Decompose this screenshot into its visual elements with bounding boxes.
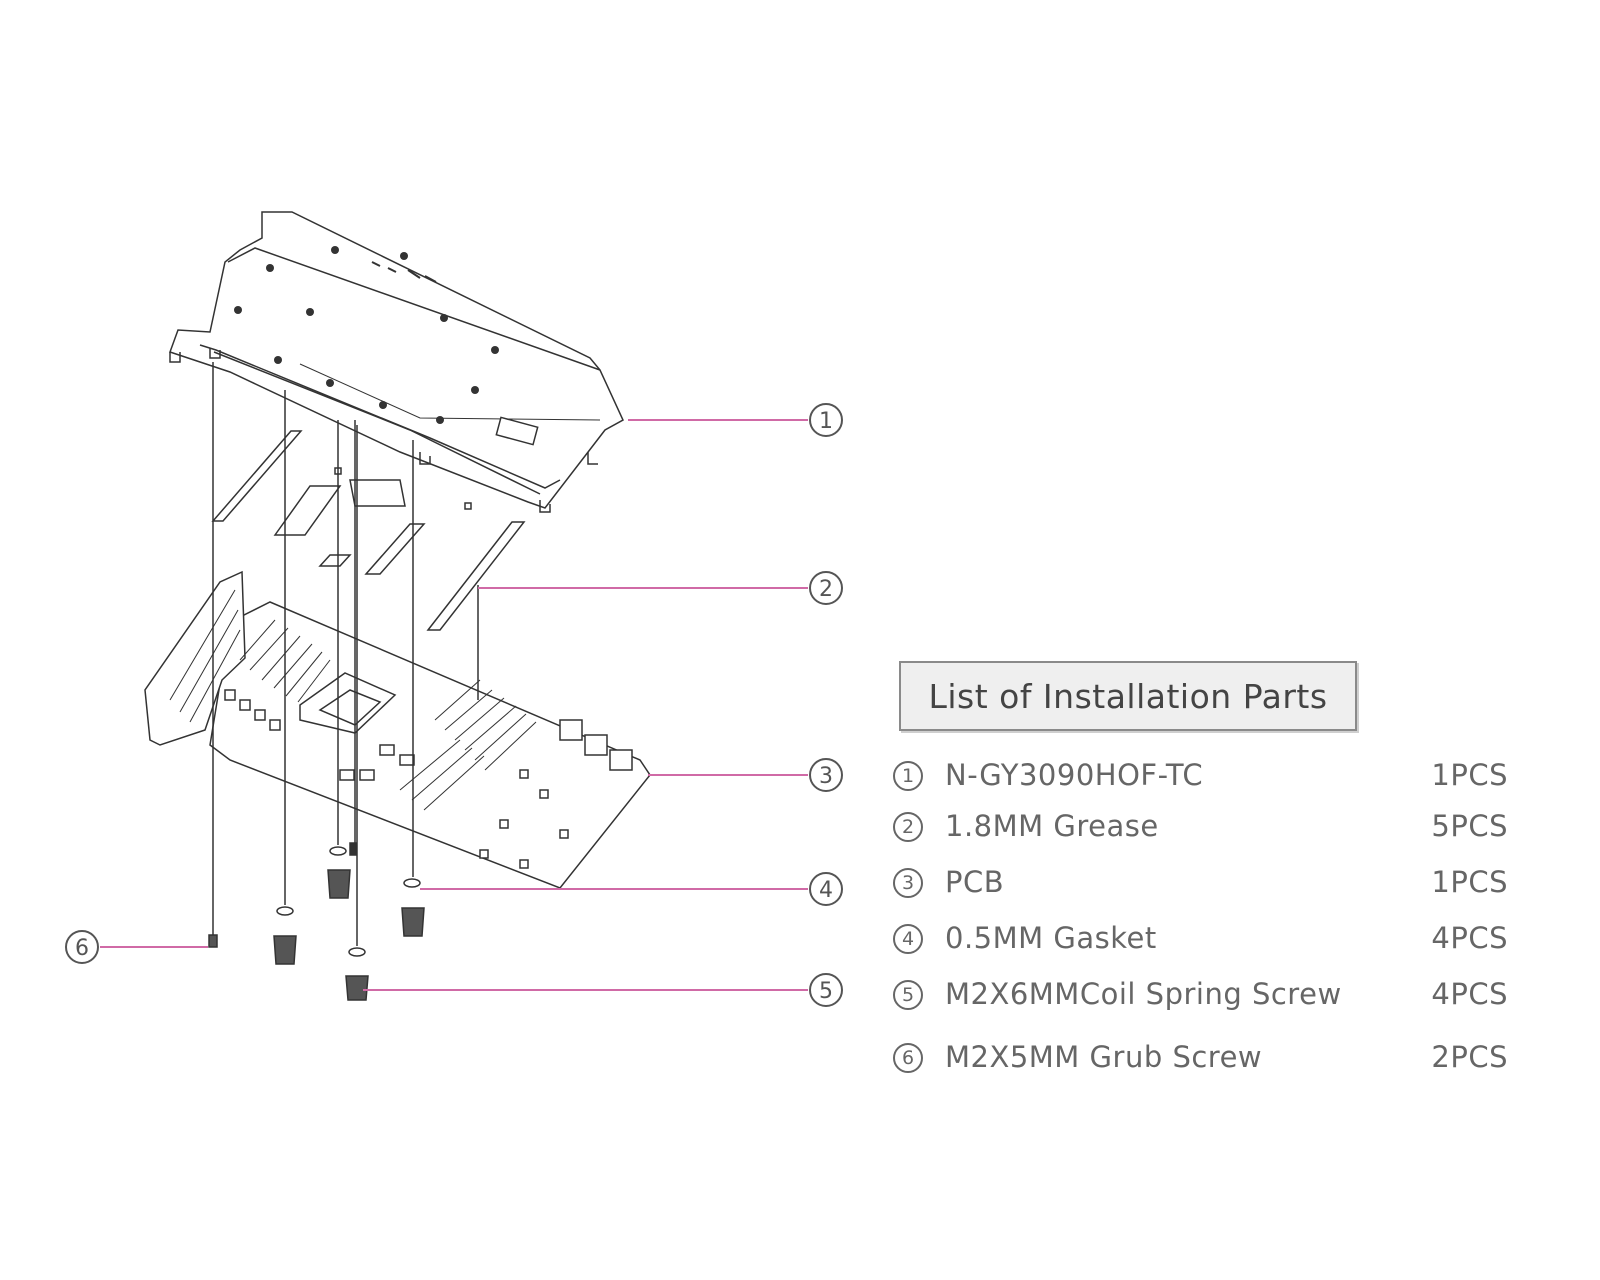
parts-list-title: List of Installation Parts (928, 676, 1328, 716)
part-quantity: 2PCS (1431, 1040, 1508, 1074)
svg-text:1: 1 (819, 409, 833, 434)
part-name: 0.5MM Gasket (945, 921, 1157, 955)
svg-text:2: 2 (819, 577, 833, 602)
callout-5: 5 (809, 973, 843, 1007)
svg-text:3: 3 (819, 764, 833, 789)
callout-6: 6 (65, 930, 99, 964)
parts-list-item: 2 1.8MM Grease 5PCS (893, 806, 1508, 850)
part-number-badge: 5 (893, 980, 923, 1010)
part-number-badge: 1 (893, 761, 923, 791)
parts-list-item: 5 M2X6MMCoil Spring Screw 4PCS (893, 974, 1508, 1018)
leader-lines (100, 419, 808, 991)
part-number-badge: 2 (893, 812, 923, 842)
callout-1: 1 (809, 403, 843, 437)
part-name: M2X6MMCoil Spring Screw (945, 977, 1342, 1011)
screws-and-gaskets (208, 842, 425, 1001)
parts-list-item: 3 PCB 1PCS (893, 862, 1508, 906)
part-quantity: 1PCS (1431, 758, 1508, 792)
part-quantity: 1PCS (1431, 865, 1508, 899)
part-quantity: 4PCS (1431, 977, 1508, 1011)
callout-4: 4 (809, 872, 843, 906)
part-name: N-GY3090HOF-TC (945, 758, 1204, 792)
thermal-pads (211, 430, 526, 631)
part-number-badge: 4 (893, 924, 923, 954)
pcb-board (144, 570, 651, 889)
part-number-badge: 3 (893, 868, 923, 898)
part-name: M2X5MM Grub Screw (945, 1040, 1263, 1074)
part-quantity: 4PCS (1431, 921, 1508, 955)
parts-list-title-box: List of Installation Parts (899, 661, 1357, 731)
part-quantity: 5PCS (1431, 809, 1508, 843)
callout-2: 2 (809, 571, 843, 605)
part-name: 1.8MM Grease (945, 809, 1159, 843)
parts-list-item: 1 N-GY3090HOF-TC 1PCS (893, 755, 1508, 799)
callout-3: 3 (809, 758, 843, 792)
svg-text:4: 4 (819, 878, 833, 903)
part-name: PCB (945, 865, 1005, 899)
alignment-lines (212, 362, 479, 946)
svg-text:5: 5 (819, 979, 833, 1004)
parts-list-item: 6 M2X5MM Grub Screw 2PCS (893, 1037, 1508, 1081)
water-block (169, 211, 624, 513)
svg-text:6: 6 (75, 936, 89, 961)
parts-list-item: 4 0.5MM Gasket 4PCS (893, 918, 1508, 962)
part-number-badge: 6 (893, 1043, 923, 1073)
